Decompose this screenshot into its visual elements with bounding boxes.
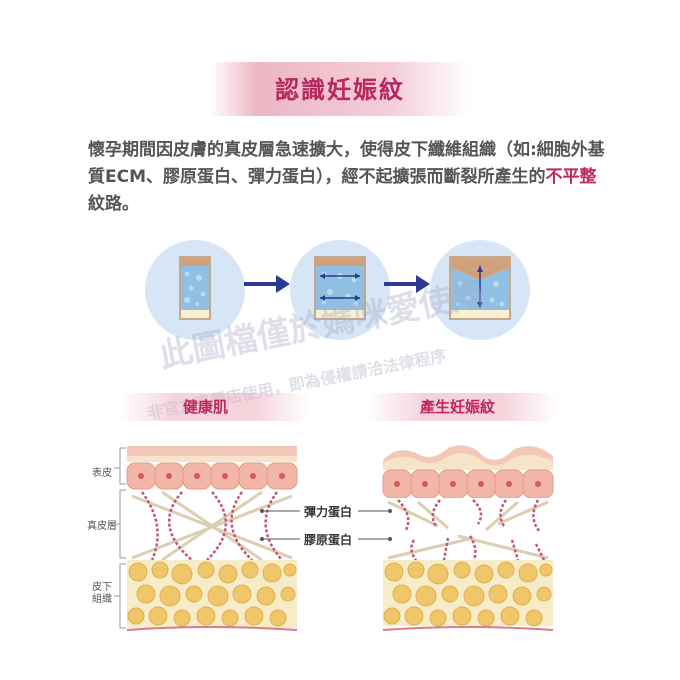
arrow-right-1 <box>244 275 290 293</box>
healthy-label-background <box>120 393 310 421</box>
layer-brackets <box>114 447 126 629</box>
title-background <box>210 62 470 116</box>
layer-label-epidermis: 表皮 <box>92 468 112 479</box>
stage-stretch-skin-block <box>314 256 366 320</box>
healthy-skin-label: 健康肌 <box>183 398 229 416</box>
description-highlight: 不平整 <box>545 167 597 187</box>
healthy-skin-cross-section <box>126 446 298 631</box>
stretch-mark-label: 產生妊娠紋 <box>420 398 496 416</box>
description-part2: 紋路。 <box>88 194 139 214</box>
layer-label-dermis: 真皮層 <box>87 521 117 532</box>
stretch-label-background <box>368 393 558 421</box>
stretch-mark-cross-section <box>382 445 554 631</box>
stage-normal-skin-block <box>179 256 211 320</box>
arrow-right-2 <box>384 275 430 293</box>
stage-broken-skin-block <box>449 256 511 320</box>
fiber-label-elastin: 彈力蛋白 <box>304 505 353 519</box>
layer-label-subcutaneous-line1: 皮下 <box>92 582 112 593</box>
page-title: 認識妊娠紋 <box>275 76 405 104</box>
fiber-label-collagen: 膠原蛋白 <box>304 533 353 547</box>
layer-label-subcutaneous-line2: 組織 <box>92 594 112 605</box>
description-text: 懷孕期間因皮膚的真皮層急速擴大，使得皮下纖維組織（如:細胞外基質ECM、膠原蛋白… <box>88 137 608 218</box>
layer-label-subcutaneous: 皮下 組織 <box>92 582 112 606</box>
description-part1: 懷孕期間因皮膚的真皮層急速擴大，使得皮下纖維組織（如:細胞外基質ECM、膠原蛋白… <box>88 140 605 187</box>
